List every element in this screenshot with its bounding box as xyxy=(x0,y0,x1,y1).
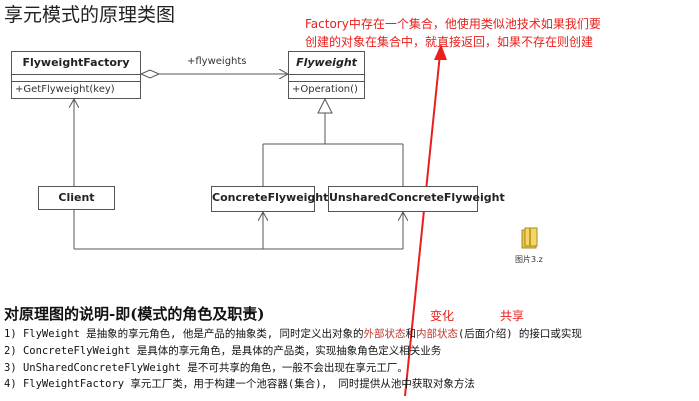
label-share: 共享 xyxy=(500,309,525,323)
class-name: Client xyxy=(58,191,95,204)
desc-highlight-external: 外部状态 xyxy=(363,328,406,340)
generalization-triangle xyxy=(317,97,333,114)
annotation-line-1: Factory中存在一个集合，他使用类似池技术如果我们要 xyxy=(305,17,601,31)
section-title: 对原理图的说明-即(模式的角色及职责) xyxy=(4,305,265,323)
class-concrete-flyweight: ConcreteFlyweight xyxy=(211,186,329,212)
annotation-arrow xyxy=(404,53,441,397)
class-name: Flyweight xyxy=(296,56,357,69)
class-flyweight: Flyweight +Operation() xyxy=(288,51,365,99)
class-client: Client xyxy=(38,186,115,210)
label-change: 变化 xyxy=(430,309,455,323)
description-line-1: 1) FlyWeight 是抽象的享元角色, 他是产品的抽象类, 同时定义出对象… xyxy=(4,326,582,341)
desc-text: (后面介绍) 的接口或实现 xyxy=(457,328,582,340)
description-line-3: 3) UnSharedConcreteFlyWeight 是不可共享的角色，一般… xyxy=(4,362,408,374)
aggregation-diamond xyxy=(139,69,161,79)
class-flyweight-factory: FlyweightFactory +GetFlyweight(key) xyxy=(11,51,141,99)
folder-icon[interactable] xyxy=(520,226,540,250)
class-operation: +GetFlyweight(key) xyxy=(15,84,115,95)
desc-text: 1) FlyWeight 是抽象的享元角色, 他是产品的抽象类, 同时定义出对象… xyxy=(4,328,364,340)
annotation-arrow-head xyxy=(434,44,447,60)
class-operation: +Operation() xyxy=(292,84,358,95)
association-label: +flyweights xyxy=(187,56,247,67)
description-line-2: 2) ConcreteFlyWeight 是具体的享元角色，是具体的产品类，实现… xyxy=(4,345,442,357)
description-line-4: 4) FlyWeightFactory 享元工厂类，用于构建一个池容器(集合)，… xyxy=(4,378,475,390)
file-label: 图片3.z xyxy=(515,255,543,264)
class-name: ConcreteFlyweight xyxy=(212,191,329,204)
class-unshared-concrete-flyweight: UnsharedConcreteFlyweight xyxy=(328,186,505,212)
desc-highlight-internal: 内部状态 xyxy=(415,328,458,340)
annotation-line-2: 创建的对象在集合中，就直接返回，如果不存在则创建 xyxy=(305,35,594,49)
page-title: 享元模式的原理类图 xyxy=(4,4,176,26)
class-name: FlyweightFactory xyxy=(22,56,130,69)
desc-text: 和 xyxy=(405,328,416,340)
class-name: UnsharedConcreteFlyweight xyxy=(329,191,505,204)
